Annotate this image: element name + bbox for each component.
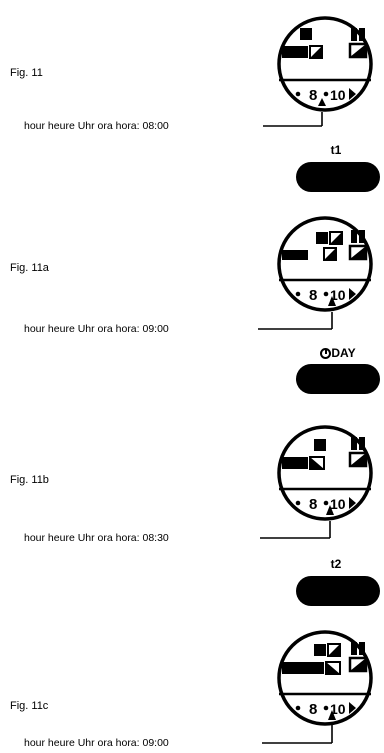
svg-text:10: 10 (330, 496, 346, 512)
button-label-day: DAY (296, 346, 380, 360)
svg-text:8: 8 (309, 701, 317, 718)
figure-label-11b: Fig. 11b (10, 474, 49, 486)
watch-face-11: 8 10 (277, 16, 373, 112)
watch-face-11a: 8 10 (277, 216, 373, 312)
svg-text:10: 10 (330, 701, 346, 717)
figure-label-11c: Fig. 11c (10, 700, 49, 712)
day-button[interactable] (296, 364, 380, 394)
watch-face-11c: 8 10 (277, 630, 373, 726)
caption-11c: hour heure Uhr ora hora: 09:00 (24, 737, 169, 749)
svg-text:8: 8 (309, 287, 317, 304)
caption-11a: hour heure Uhr ora hora: 09:00 (24, 323, 169, 335)
svg-text:8: 8 (309, 496, 317, 513)
svg-text:10: 10 (330, 287, 346, 303)
figure-label-11: Fig. 11 (10, 67, 43, 79)
t1-button[interactable] (296, 162, 380, 192)
caption-11: hour heure Uhr ora hora: 08:00 (24, 120, 169, 132)
button-label-t2: t2 (330, 557, 342, 571)
clock-icon (320, 348, 332, 359)
caption-11b: hour heure Uhr ora hora: 08:30 (24, 532, 169, 544)
svg-text:10: 10 (330, 87, 346, 103)
svg-text:8: 8 (309, 87, 317, 104)
figure-label-11a: Fig. 11a (10, 262, 49, 274)
button-label-t1: t1 (330, 143, 342, 157)
watch-face-11b: 8 10 (277, 425, 373, 521)
t2-button[interactable] (296, 576, 380, 606)
